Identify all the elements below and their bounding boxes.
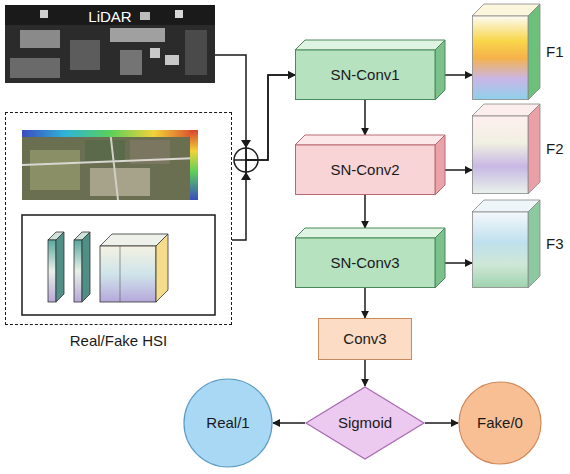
- block-label: SN-Conv3: [330, 254, 399, 271]
- decision-diamond: Sigmoid: [305, 386, 425, 460]
- shape-outline: [472, 4, 540, 100]
- feature-label: F2: [546, 140, 564, 157]
- connector-arrow: [445, 262, 472, 264]
- connector-arrow: [273, 422, 305, 424]
- conv-block: SN-Conv3: [295, 228, 445, 288]
- lidar-image: LiDAR: [5, 5, 215, 83]
- connector-arrow: [364, 288, 366, 318]
- output-circle: Real/1: [183, 378, 273, 468]
- feature-cube: F3: [472, 200, 540, 288]
- shape-outline: [472, 200, 540, 288]
- block-label: SN-Conv2: [330, 161, 399, 178]
- conv-block: SN-Conv1: [295, 40, 445, 100]
- feature-label: F3: [546, 235, 564, 252]
- image-title: LiDAR: [88, 8, 131, 25]
- hsi-cube-icons: [22, 215, 215, 315]
- hsi-image: [22, 130, 198, 200]
- connector-arrow: [364, 360, 366, 386]
- lidar-image: [5, 5, 215, 83]
- feature-cube: F1: [472, 4, 540, 100]
- output-label: Real/1: [206, 414, 249, 431]
- block-label: Conv3: [343, 330, 386, 347]
- conv-block: SN-Conv2: [295, 135, 445, 195]
- output-label: Fake/0: [477, 414, 523, 431]
- decision-label: Sigmoid: [338, 414, 392, 431]
- feature-label: F1: [546, 43, 564, 60]
- shape-outline: [472, 104, 540, 194]
- connector-arrow: [425, 422, 458, 424]
- feature-cube: F2: [472, 104, 540, 194]
- connector-arrow: [445, 74, 472, 76]
- connector-arrow: [364, 195, 366, 228]
- connector-arrow: [364, 100, 366, 135]
- output-circle: Fake/0: [458, 381, 542, 465]
- block-label: SN-Conv1: [330, 66, 399, 83]
- connector-arrow: [215, 55, 295, 160]
- conv-box: Conv3: [318, 318, 412, 360]
- group-label: Real/Fake HSI: [6, 332, 231, 349]
- dashed-group: Real/Fake HSI: [5, 112, 232, 325]
- connector-arrow: [232, 75, 295, 240]
- connector-arrow: [445, 169, 472, 171]
